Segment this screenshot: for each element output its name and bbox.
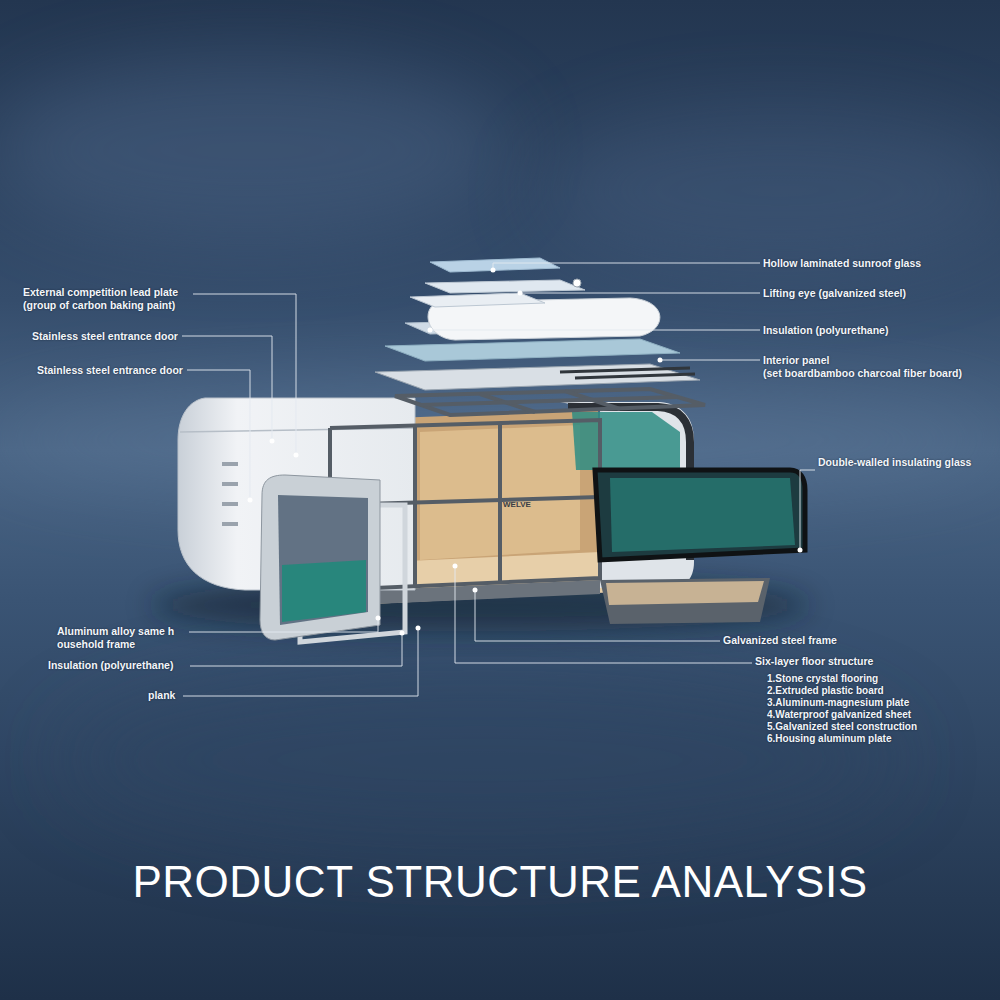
- roof-layers: [385, 339, 680, 361]
- steel-frame: [395, 389, 705, 415]
- leader-line: [190, 633, 402, 666]
- leader-dot: [453, 564, 458, 569]
- floor-plates: [606, 581, 764, 605]
- part-label: 5.Galvanized steel construction: [767, 720, 917, 733]
- steel-frame: [420, 397, 678, 405]
- door-frame: [278, 495, 368, 625]
- leader-dot: [294, 453, 299, 458]
- leader-dot: [248, 498, 253, 503]
- leader-dot: [658, 358, 663, 363]
- part-label: Interior panel: [763, 354, 830, 367]
- leader-dot: [416, 626, 421, 631]
- floor-plates: [600, 578, 770, 624]
- leader-line: [520, 293, 760, 294]
- part-label: Lifting eye (galvanized steel): [763, 287, 906, 300]
- part-label: 4.Waterproof galvanized sheet: [767, 708, 911, 721]
- leader-dot: [248, 268, 803, 636]
- door-frame: [260, 475, 405, 642]
- leader-line: [455, 566, 752, 663]
- roof-layers: [375, 258, 700, 390]
- part-label: Six-layer floor structure: [755, 655, 873, 668]
- capsule-body: [222, 462, 238, 466]
- leader-line: [493, 263, 760, 270]
- roof-layers: [430, 258, 560, 272]
- roof-layers: [410, 293, 545, 307]
- part-label: 2.Extruded plastic board: [767, 684, 884, 697]
- part-label: 1.Stone crystal flooring: [767, 672, 878, 685]
- leader-line: [182, 263, 815, 696]
- part-label: External competition lead plate (group o…: [23, 286, 195, 312]
- part-label: Double-walled insulating glass: [818, 456, 971, 469]
- capsule-body: [222, 482, 238, 486]
- steel-frame: [413, 425, 417, 586]
- end-glass: [595, 470, 805, 560]
- leader-line: [182, 336, 272, 441]
- part-label: Stainless steel entrance door: [37, 364, 183, 377]
- part-label: (set boardbamboo charcoal fiber board): [763, 367, 962, 380]
- capsule-body: [222, 502, 238, 506]
- roof-layers: [425, 280, 585, 293]
- leader-line: [800, 470, 815, 550]
- door-frame: [282, 560, 366, 622]
- capsule-body: [180, 428, 415, 432]
- part-label: Insulation (polyurethane): [763, 324, 888, 337]
- leader-dot: [798, 548, 803, 553]
- leader-dot: [473, 588, 478, 593]
- background: [540, 110, 1000, 270]
- leader-line: [189, 618, 378, 632]
- capsule-body: [150, 398, 810, 631]
- leader-line: [183, 628, 418, 696]
- end-glass: [610, 478, 795, 552]
- end-glass: [595, 470, 805, 560]
- part-label: Stainless steel entrance door: [32, 330, 178, 343]
- part-label: Insulation (polyurethane): [48, 659, 173, 672]
- part-label: 3.Aluminum-magnesium plate: [767, 696, 909, 709]
- part-label: Aluminum alloy same h ousehold frame: [57, 625, 187, 651]
- capsule-body: [395, 410, 598, 574]
- roof-layers: [375, 364, 700, 390]
- leader-dot: [376, 616, 381, 621]
- part-label: Hollow laminated sunroof glass: [763, 257, 921, 270]
- leader-dot: [491, 268, 496, 273]
- leader-dot: [270, 439, 275, 444]
- leader-line: [430, 330, 760, 331]
- part-label: plank: [148, 689, 175, 702]
- part-label: Galvanized steel frame: [723, 634, 837, 647]
- leader-line: [660, 360, 760, 361]
- leader-line: [475, 590, 720, 641]
- capsule-body: [222, 522, 238, 526]
- steel-frame: [498, 423, 502, 582]
- part-label: 6.Housing aluminum plate: [767, 732, 891, 745]
- diagram-title: PRODUCT STRUCTURE ANALYSIS: [0, 856, 1000, 908]
- leader-line: [187, 370, 250, 500]
- door-frame: [260, 475, 380, 640]
- leader-line: [193, 294, 296, 455]
- background: [0, 60, 510, 240]
- roof-layers: [573, 279, 581, 287]
- roof-layers: [560, 368, 690, 372]
- floor-plates: [600, 578, 770, 624]
- roof-layers: [575, 374, 695, 378]
- leader-dot: [428, 328, 433, 333]
- brand-text: WELVE: [503, 498, 531, 511]
- leader-dot: [400, 631, 405, 636]
- leader-dot: [518, 291, 523, 296]
